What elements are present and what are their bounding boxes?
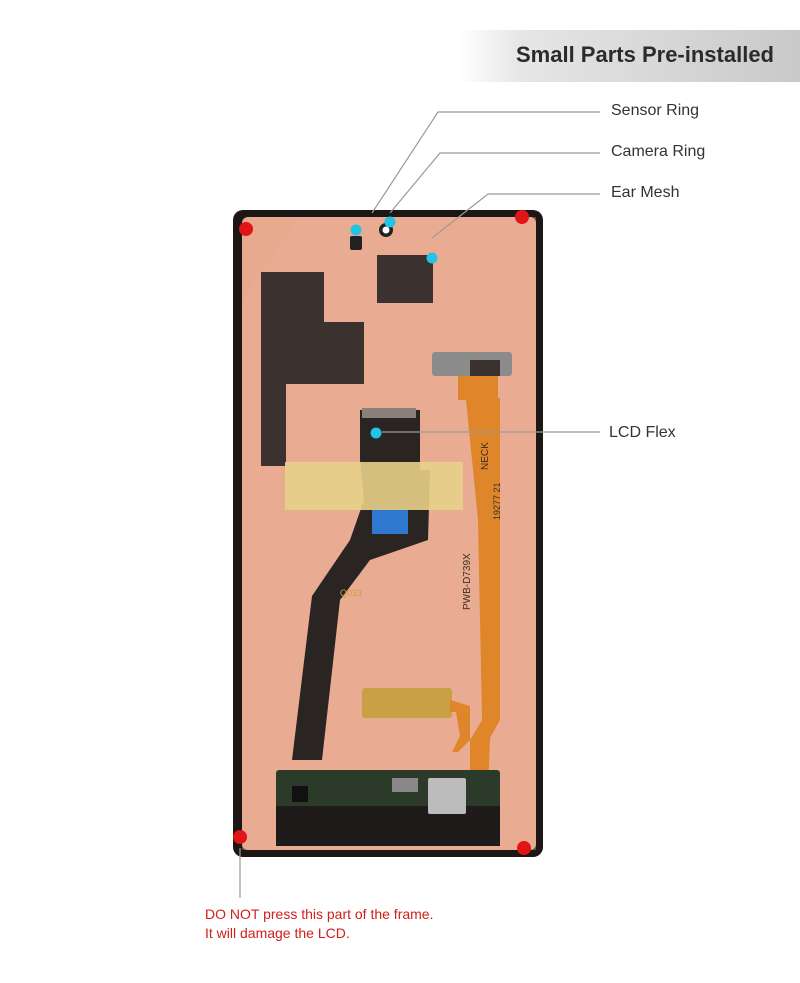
flex-small-code: Q033 xyxy=(340,588,362,598)
sensor-ring-label: Sensor Ring xyxy=(611,102,700,119)
banner-title: Small Parts Pre-installed xyxy=(516,42,774,67)
camera-ring-leader xyxy=(389,152,600,214)
sensor-pad xyxy=(377,255,433,303)
frame-warning: DO NOT press this part of the frame. It … xyxy=(205,905,433,943)
title-banner: Small Parts Pre-installed xyxy=(458,30,800,82)
corner-dot-top-left xyxy=(239,222,253,236)
lcd-flex-dot xyxy=(370,427,382,439)
ear-mesh-label: Ear Mesh xyxy=(611,184,680,201)
warning-line-1: DO NOT press this part of the frame. xyxy=(205,906,434,922)
camera-ring-label: Camera Ring xyxy=(611,143,706,160)
foam-pad xyxy=(261,272,364,466)
lcd-flex-label: LCD Flex xyxy=(609,424,676,441)
ear-mesh-leader xyxy=(431,193,600,239)
corner-dot-top-right xyxy=(515,210,529,224)
sensor-ring-leader xyxy=(371,111,600,214)
ear-mesh-dot xyxy=(426,252,438,264)
warning-line-2: It will damage the LCD. xyxy=(205,925,350,941)
orange-side-flex xyxy=(466,398,500,790)
flex-neck-marking: NECK xyxy=(480,442,491,470)
sensor-ring-dot xyxy=(350,224,362,236)
corner-dot-bottom-right xyxy=(517,841,531,855)
flex-part-number: PWB-D739X xyxy=(462,553,473,610)
corner-dot-bottom-left xyxy=(233,830,247,844)
sensor-ring xyxy=(350,236,362,250)
yellow-tape xyxy=(285,462,463,510)
camera-ring-dot xyxy=(384,216,396,228)
flex-code-marking: 19277 21 xyxy=(492,482,502,520)
